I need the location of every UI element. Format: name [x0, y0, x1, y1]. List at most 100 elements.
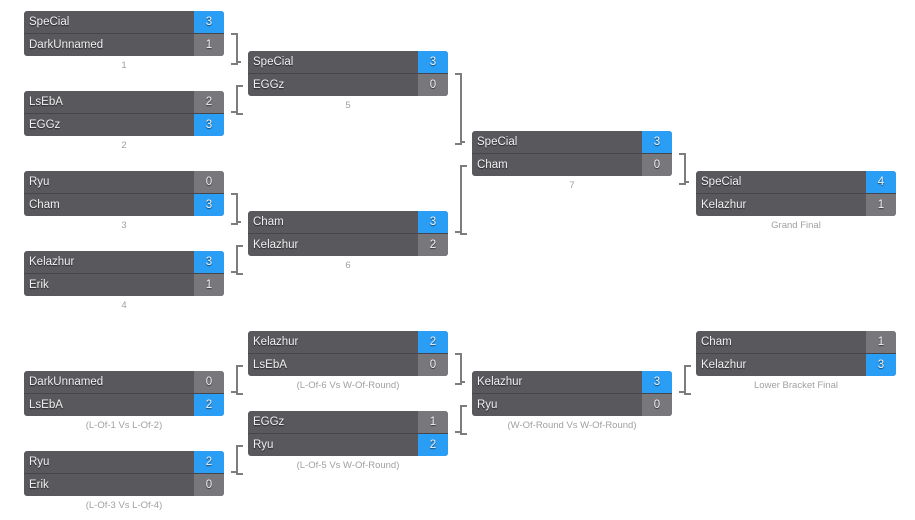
- team-row[interactable]: SpeCial 3: [248, 51, 448, 73]
- team-score: 1: [866, 194, 896, 216]
- match-4[interactable]: Kelazhur 3 Erik 1 4: [24, 251, 224, 311]
- team-row[interactable]: Ryu 2: [24, 451, 224, 473]
- team-row[interactable]: EGGz 3: [24, 113, 224, 136]
- team-score: 2: [418, 331, 448, 353]
- team-row[interactable]: Ryu 2: [248, 433, 448, 456]
- team-name: EGGz: [253, 416, 285, 428]
- match-label: (L-Of-3 Vs L-Of-4): [85, 500, 163, 511]
- team-name: Cham: [477, 159, 508, 171]
- match-label: (L-Of-6 Vs W-Of-Round): [296, 380, 400, 391]
- team-row[interactable]: EGGz 1: [248, 411, 448, 433]
- team-score: 2: [418, 234, 448, 256]
- match-label: Grand Final: [771, 220, 821, 231]
- match-label: 4: [121, 300, 127, 311]
- connector: [231, 391, 236, 393]
- connector: [231, 271, 236, 273]
- match-label: Lower Bracket Final: [754, 380, 838, 391]
- match-label: 5: [345, 100, 351, 111]
- team-row[interactable]: LsEbA 2: [24, 393, 224, 416]
- connector: [236, 221, 241, 223]
- connector: [679, 391, 684, 393]
- team-name: SpeCial: [29, 16, 70, 28]
- match-l2[interactable]: Ryu 2 Erik 0 (L-Of-3 Vs L-Of-4): [24, 451, 224, 511]
- match-2[interactable]: LsEbA 2 EGGz 3 2: [24, 91, 224, 151]
- team-row[interactable]: Kelazhur 1: [696, 193, 896, 216]
- team-row[interactable]: Cham 1: [696, 331, 896, 353]
- match-7[interactable]: SpeCial 3 Cham 0 7: [472, 131, 672, 191]
- team-name: EGGz: [253, 79, 285, 91]
- team-row[interactable]: Cham 3: [248, 211, 448, 233]
- team-name: Cham: [253, 216, 284, 228]
- match-lbf[interactable]: Cham 1 Kelazhur 3 Lower Bracket Final: [696, 331, 896, 391]
- team-row[interactable]: Kelazhur 2: [248, 331, 448, 353]
- match-label: 2: [121, 140, 127, 151]
- team-row[interactable]: SpeCial 3: [472, 131, 672, 153]
- match-label: 3: [121, 220, 127, 231]
- team-name: EGGz: [29, 119, 61, 131]
- match-label: (W-Of-Round Vs W-Of-Round): [507, 420, 637, 431]
- connector: [231, 33, 238, 65]
- team-score: 0: [418, 354, 448, 376]
- team-score: 2: [194, 394, 224, 416]
- match-gf[interactable]: SpeCial 4 Kelazhur 1 Grand Final: [696, 171, 896, 231]
- connector: [236, 61, 241, 63]
- team-row[interactable]: LsEbA 0: [248, 353, 448, 376]
- team-score: 3: [194, 194, 224, 216]
- team-row[interactable]: Kelazhur 3: [696, 353, 896, 376]
- match-3[interactable]: Ryu 0 Cham 3 3: [24, 171, 224, 231]
- match-l1[interactable]: DarkUnnamed 0 LsEbA 2 (L-Of-1 Vs L-Of-2): [24, 371, 224, 431]
- team-row[interactable]: Cham 0: [472, 153, 672, 176]
- team-name: LsEbA: [253, 359, 287, 371]
- match-label: 7: [569, 180, 575, 191]
- connector: [236, 85, 243, 115]
- team-row[interactable]: DarkUnnamed 1: [24, 33, 224, 56]
- team-row[interactable]: SpeCial 4: [696, 171, 896, 193]
- connector: [231, 193, 238, 225]
- team-name: SpeCial: [477, 136, 518, 148]
- match-6[interactable]: Cham 3 Kelazhur 2 6: [248, 211, 448, 271]
- match-box: Ryu 2 Erik 0: [24, 451, 224, 496]
- team-name: Kelazhur: [477, 376, 523, 388]
- match-5[interactable]: SpeCial 3 EGGz 0 5: [248, 51, 448, 111]
- team-row[interactable]: Ryu 0: [472, 393, 672, 416]
- team-score: 3: [642, 131, 672, 153]
- team-row[interactable]: Erik 1: [24, 273, 224, 296]
- team-score: 0: [642, 154, 672, 176]
- team-name: DarkUnnamed: [29, 39, 104, 51]
- team-score: 2: [194, 451, 224, 473]
- match-label: (L-Of-1 Vs L-Of-2): [85, 420, 163, 431]
- match-box: Cham 1 Kelazhur 3: [696, 331, 896, 376]
- team-score: 0: [194, 371, 224, 393]
- team-row[interactable]: Ryu 0: [24, 171, 224, 193]
- match-box: EGGz 1 Ryu 2: [248, 411, 448, 456]
- team-row[interactable]: Kelazhur 2: [248, 233, 448, 256]
- team-name: Ryu: [477, 399, 498, 411]
- match-l4[interactable]: EGGz 1 Ryu 2 (L-Of-5 Vs W-Of-Round): [248, 411, 448, 471]
- team-name: DarkUnnamed: [29, 376, 104, 388]
- match-box: SpeCial 3 Cham 0: [472, 131, 672, 176]
- match-l3[interactable]: Kelazhur 2 LsEbA 0 (L-Of-6 Vs W-Of-Round…: [248, 331, 448, 391]
- connector: [455, 353, 462, 385]
- team-name: Ryu: [29, 456, 50, 468]
- match-1[interactable]: SpeCial 3 DarkUnnamed 1 1: [24, 11, 224, 71]
- team-score: 3: [194, 251, 224, 273]
- team-row[interactable]: Erik 0: [24, 473, 224, 496]
- team-row[interactable]: Kelazhur 3: [24, 251, 224, 273]
- team-row[interactable]: SpeCial 3: [24, 11, 224, 33]
- connector: [455, 73, 462, 145]
- team-row[interactable]: Cham 3: [24, 193, 224, 216]
- connector: [455, 231, 460, 233]
- team-row[interactable]: DarkUnnamed 0: [24, 371, 224, 393]
- team-score: 3: [194, 114, 224, 136]
- team-row[interactable]: Kelazhur 3: [472, 371, 672, 393]
- team-name: Kelazhur: [701, 199, 747, 211]
- team-name: Kelazhur: [29, 256, 75, 268]
- team-row[interactable]: EGGz 0: [248, 73, 448, 96]
- team-score: 2: [194, 91, 224, 113]
- team-name: Ryu: [29, 176, 50, 188]
- team-row[interactable]: LsEbA 2: [24, 91, 224, 113]
- team-name: Kelazhur: [701, 359, 747, 371]
- match-l5[interactable]: Kelazhur 3 Ryu 0 (W-Of-Round Vs W-Of-Rou…: [472, 371, 672, 431]
- connector: [460, 381, 465, 383]
- match-box: Kelazhur 3 Ryu 0: [472, 371, 672, 416]
